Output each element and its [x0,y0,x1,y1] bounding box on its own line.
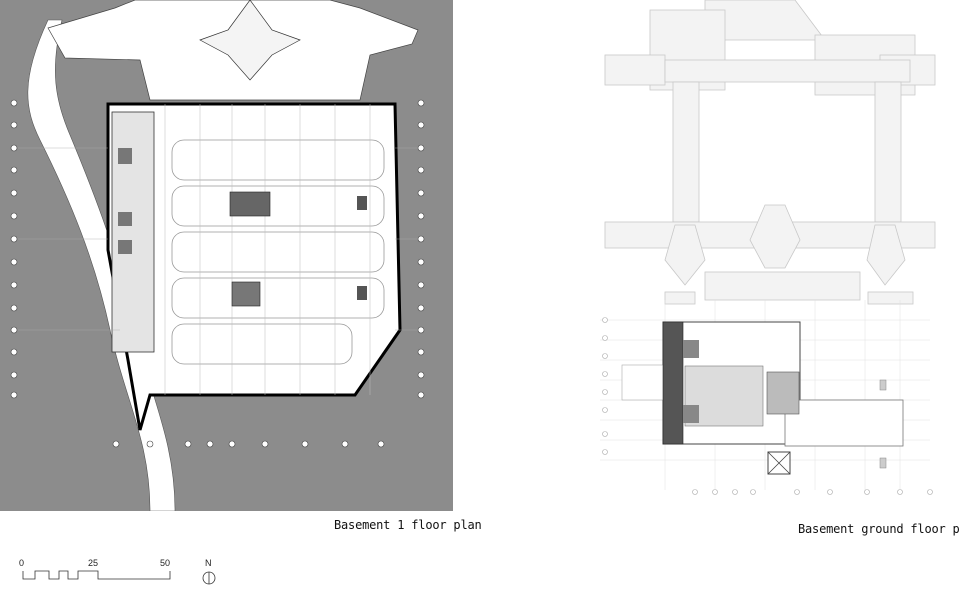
structural-grid [164,104,371,395]
grid-axis-markers-left [10,99,18,399]
caption-basement-1: Basement 1 floor plan [334,518,482,532]
basement-1-floor-plan [0,0,453,511]
axis-markers-left [602,317,608,455]
stair-east-1 [357,196,367,210]
core-room-2 [683,405,699,423]
stair-core-3 [118,240,132,254]
basement-ground-drawing [600,0,936,495]
axis-markers-bottom [692,489,933,495]
ghost-building-above [604,0,936,305]
basement-ground-floor-plan [585,0,960,515]
scale-label-50: 50 [160,558,171,568]
scale-bar: 0 25 50 N [16,555,216,595]
scale-label-0: 0 [19,558,25,568]
west-service-core [662,321,684,445]
grid-extension-lines [18,147,418,331]
north-label: N [205,558,212,568]
grid-axis-markers-right [417,99,425,399]
lift-lobby-1 [229,191,271,217]
caption-basement-ground: Basement ground floor plan [798,522,960,536]
scale-bar-graphic [22,570,216,585]
column-marker-1 [879,379,887,391]
core-room-1 [683,340,699,358]
basement-1-drawing [10,0,425,511]
east-service-room [766,371,800,415]
grid-axis-markers-bottom [112,440,385,448]
central-star-structure [199,0,301,81]
parking-aisles [171,139,385,365]
scale-label-25: 25 [88,558,99,568]
stair-core-2 [118,212,132,226]
column-marker-2 [879,457,887,469]
stair-core-1 [118,148,132,164]
lift-lobby-2 [231,281,261,307]
stair-east-2 [357,286,367,300]
east-annex [784,399,904,447]
